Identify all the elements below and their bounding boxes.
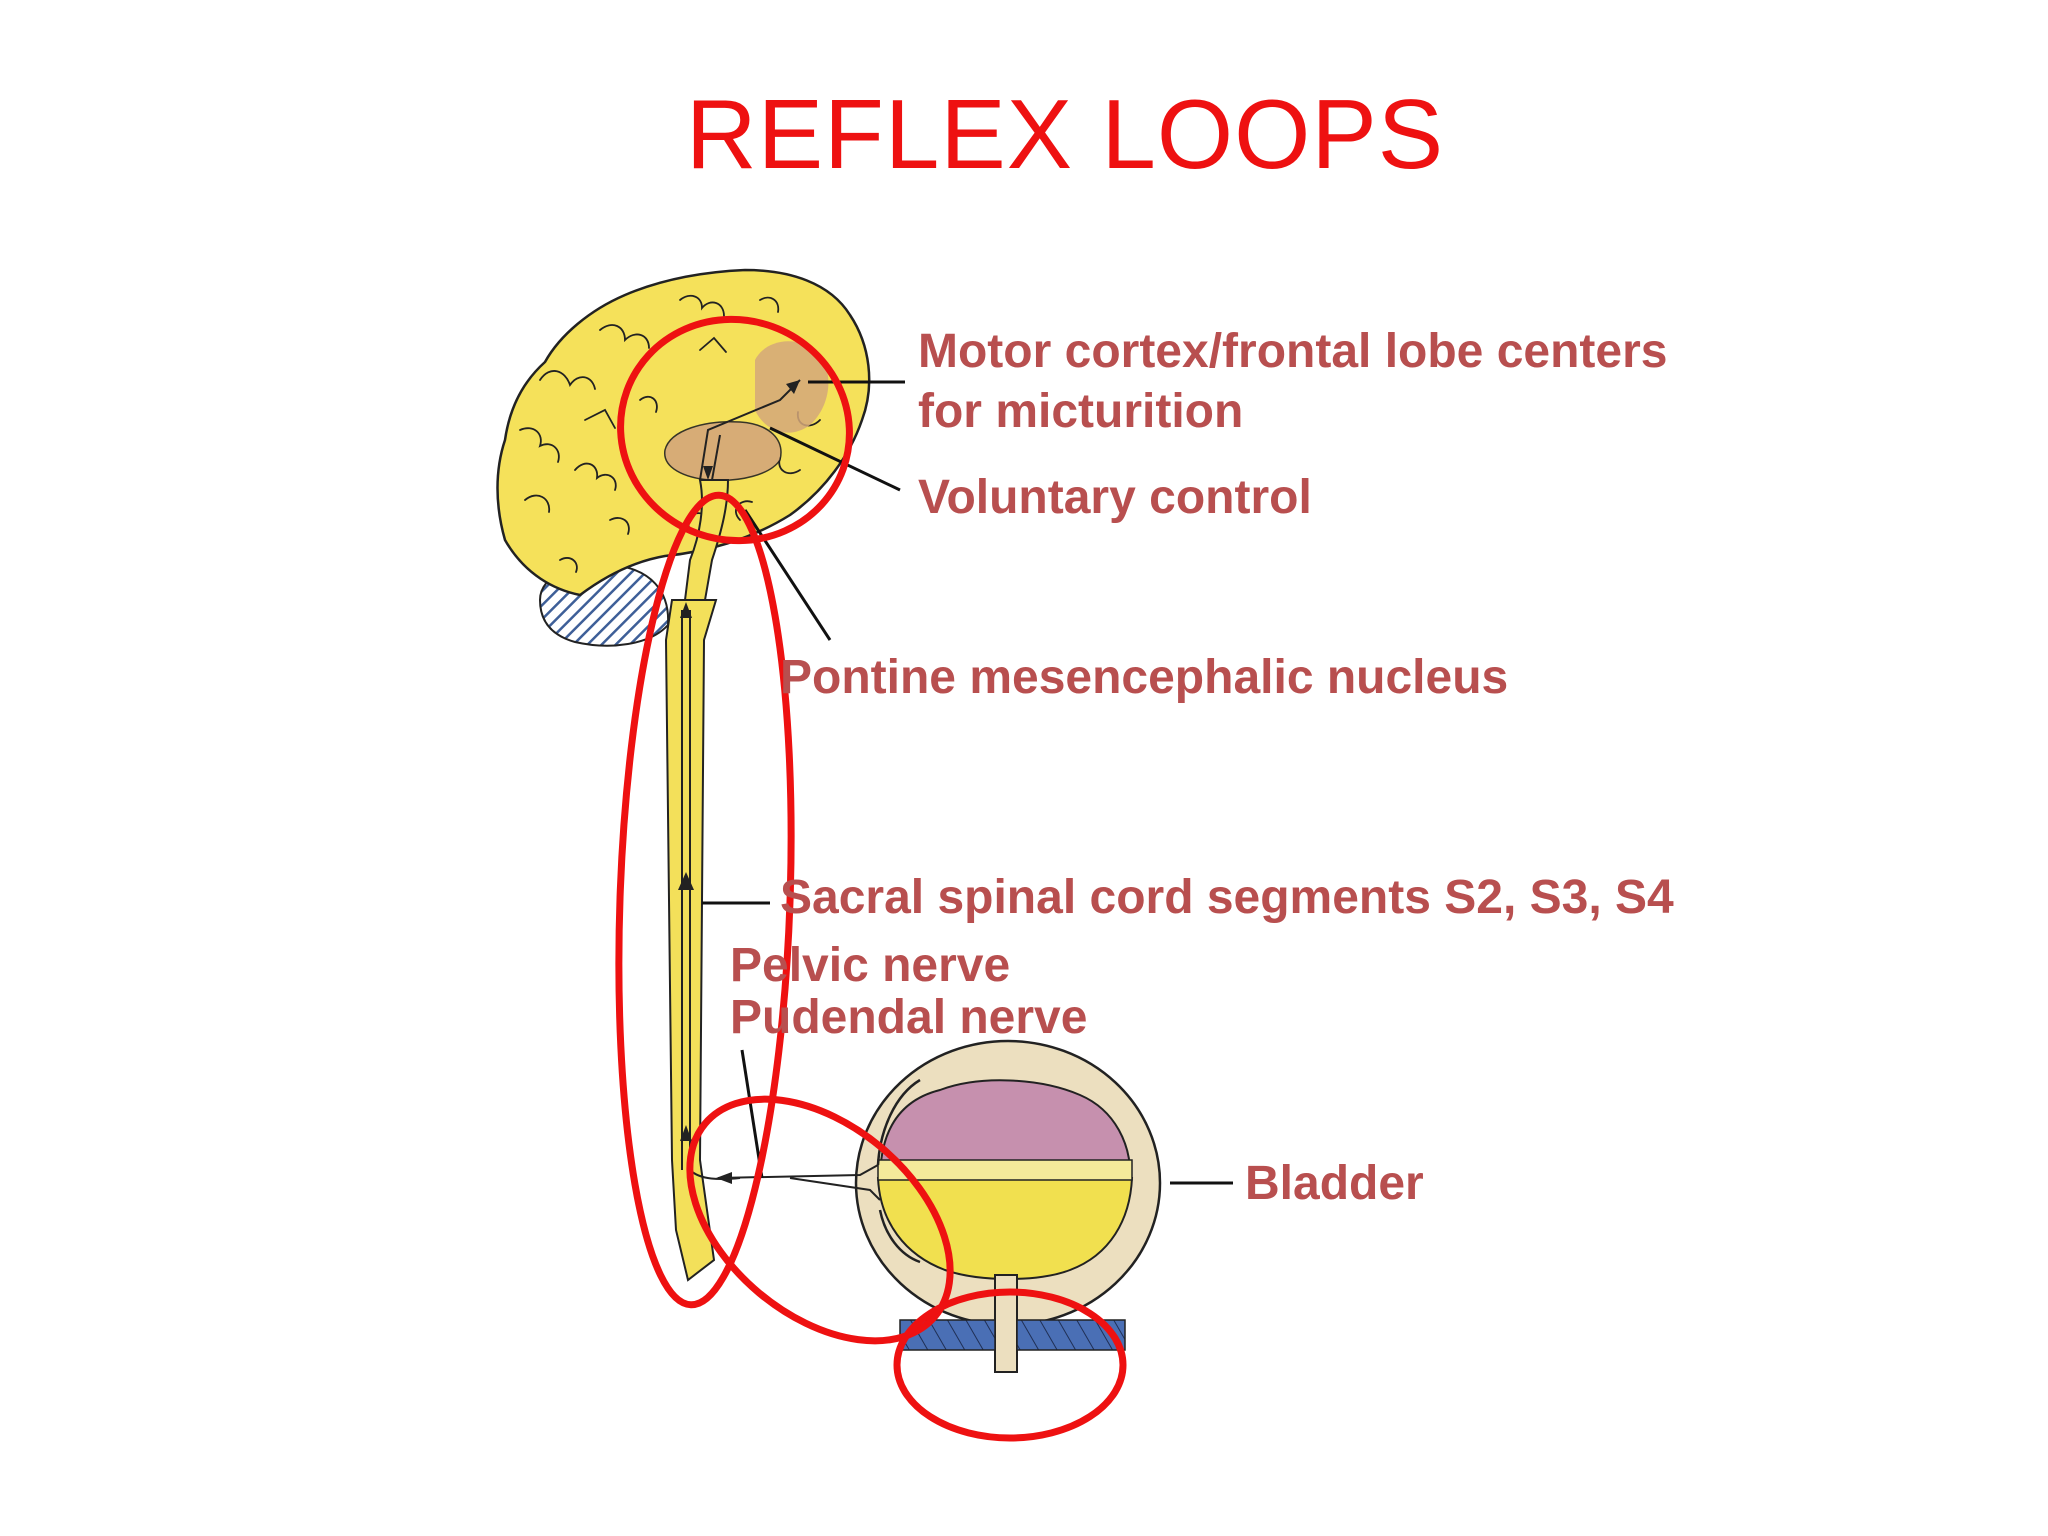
reflex-loop-outlines [615, 315, 1127, 1442]
cord-arrow-lower [680, 1125, 692, 1141]
label-bladder: Bladder [1245, 1157, 1424, 1210]
bladder-pathways [876, 1078, 921, 1264]
brain-gyri [519, 294, 821, 573]
cord-arrow-mid [678, 872, 694, 890]
loop-sphincter [893, 1288, 1127, 1442]
label-pelvic-nerve: Pelvic nerve [730, 939, 1011, 992]
nerve-lines [717, 1164, 881, 1201]
loop-cortex [617, 315, 853, 545]
label-pudendal-nerve: Pudendal nerve [730, 991, 1088, 1044]
cord-arrow-upper [680, 602, 692, 618]
label-sacral: Sacral spinal cord segments S2, S3, S4 [780, 871, 1674, 924]
loop-sacral-bladder [686, 1095, 954, 1345]
inner-brain [664, 421, 782, 482]
loop-pontine-spinal [615, 491, 795, 1309]
label-pontine: Pontine mesencephalic nucleus [780, 651, 1509, 704]
nerve-arrow [716, 1172, 732, 1184]
brain-pathways [699, 379, 801, 481]
bladder-lumen [878, 1079, 1132, 1181]
urine-surface [877, 1159, 1133, 1181]
label-motor-cortex: Motor cortex/frontal lobe centers for mi… [918, 325, 1668, 438]
label-voluntary-control: Voluntary control [918, 471, 1312, 524]
slide-title: REFLEX LOOPS [685, 79, 1445, 189]
cord-pathways [681, 610, 741, 1180]
